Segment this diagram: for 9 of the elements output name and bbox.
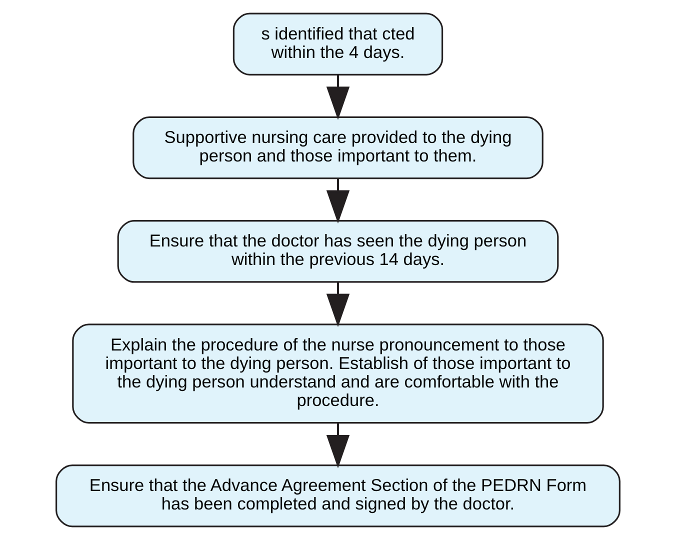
- node-box: Ensure that the Advance Agreement Section of the PEDRN Form has been completed and signed by the doctor.: [55, 464, 620, 528]
- node-box: Explain the procedure of the nurse pronouncement to those important to the dying person. Establish of those important to the dying person understand and are comfortable with the procedure.: [72, 324, 604, 424]
- node-box: s identified that cted within the 4 days.: [232, 12, 443, 76]
- arrow: [326, 178, 350, 224]
- node-box: Ensure that the doctor has seen the dying person within the previous 14 days.: [116, 220, 558, 283]
- arrow: [326, 422, 350, 468]
- node-box: Supportive nursing care provided to the dying person and those important to them.: [132, 116, 543, 180]
- arrow: [326, 75, 350, 120]
- arrow: [326, 282, 350, 328]
